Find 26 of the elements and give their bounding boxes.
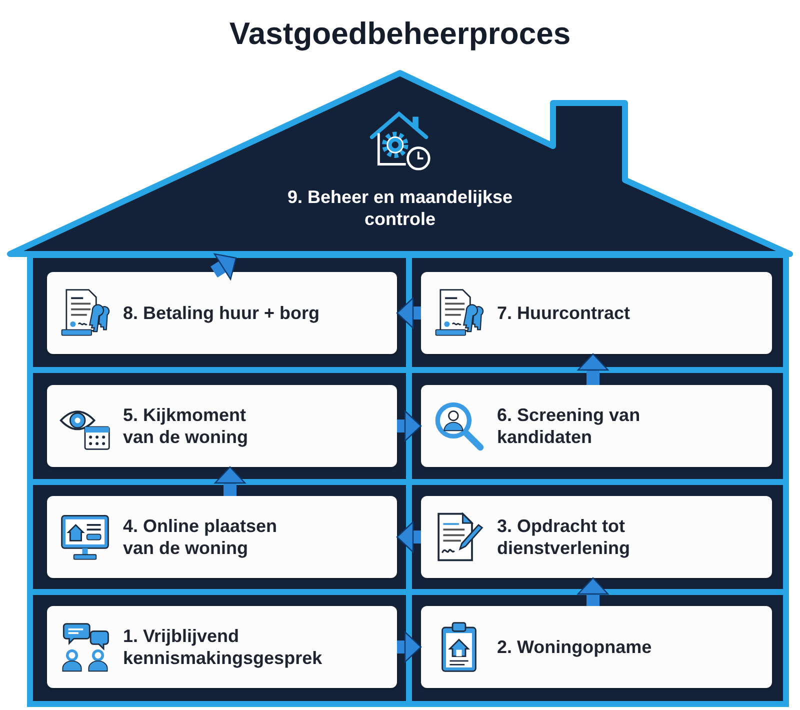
arrow [396,521,421,553]
arrow [214,466,246,496]
step-label: 4. Online plaatsen van de woning [123,515,278,559]
step-card [421,385,772,467]
step-label: 5. Kijkmoment van de woning [123,404,250,448]
arrow [210,252,240,280]
arrow [577,353,609,385]
step-card [421,496,772,578]
step-label: 2. Woningopname [497,636,652,658]
arrow [577,577,609,606]
step-card [47,496,397,578]
title: Vastgoedbeheerproces [229,16,571,52]
arrow [397,631,422,663]
step-card [421,272,772,354]
step-label: 9. Beheer en maandelijkse controle [286,186,514,230]
step-card [47,272,397,354]
arrow [397,410,422,442]
step-card [47,606,397,688]
step-card [47,385,397,467]
step-label: 1. Vrijblijvend kennismakingsgesprek [123,625,324,669]
step-label: 8. Betaling huur + borg [123,302,320,324]
step-label: 3. Opdracht tot dienstverlening [497,515,632,559]
step-label: 7. Huurcontract [497,302,630,324]
step-card [421,606,772,688]
arrow [396,297,421,329]
step-label: 6. Screening van kandidaten [497,404,642,448]
